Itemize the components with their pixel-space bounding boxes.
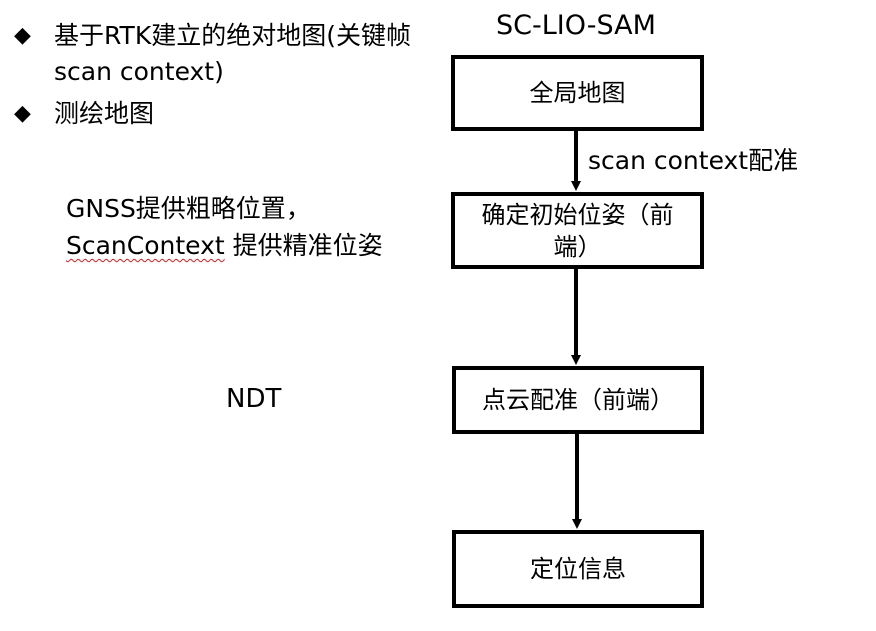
diamond-bullet-icon: ◆ [14,101,31,126]
node-registration-label: 点云配准（前端） [482,386,674,414]
bullet-list: ◆ 基于RTK建立的绝对地图(关键帧scan context) ◆ 测绘地图 [14,18,424,138]
diamond-bullet-icon: ◆ [14,23,31,48]
gnss-scancontext-note: GNSS提供粗略位置， ScanContext 提供精准位姿 [66,190,383,264]
ndt-label: NDT [226,384,282,414]
node-init-pose: 确定初始位姿（前端） [451,192,704,269]
scancontext-note-line: ScanContext 提供精准位姿 [66,227,383,264]
gnss-note-line: GNSS提供粗略位置， [66,194,311,223]
node-global-map-label: 全局地图 [529,79,626,107]
bullet-text-survey-map: 测绘地图 [54,99,155,128]
diagram-title: SC-LIO-SAM [496,10,656,41]
node-init-pose-label: 确定初始位姿（前端） [481,200,674,261]
node-localization-label: 定位信息 [530,555,626,583]
node-localization-info: 定位信息 [452,530,704,608]
node-global-map: 全局地图 [451,55,704,131]
bullet-item-rtk-map: ◆ 基于RTK建立的绝对地图(关键帧scan context) [14,18,424,90]
scancontext-rest: 提供精准位姿 [224,231,383,260]
scancontext-word: ScanContext [66,231,225,260]
edge-label-scan-context: scan context配准 [588,146,799,175]
bullet-text-rtk-map: 基于RTK建立的绝对地图(关键帧scan context) [54,21,411,86]
bullet-item-survey-map: ◆ 测绘地图 [14,96,424,132]
node-point-cloud-registration: 点云配准（前端） [452,366,704,434]
